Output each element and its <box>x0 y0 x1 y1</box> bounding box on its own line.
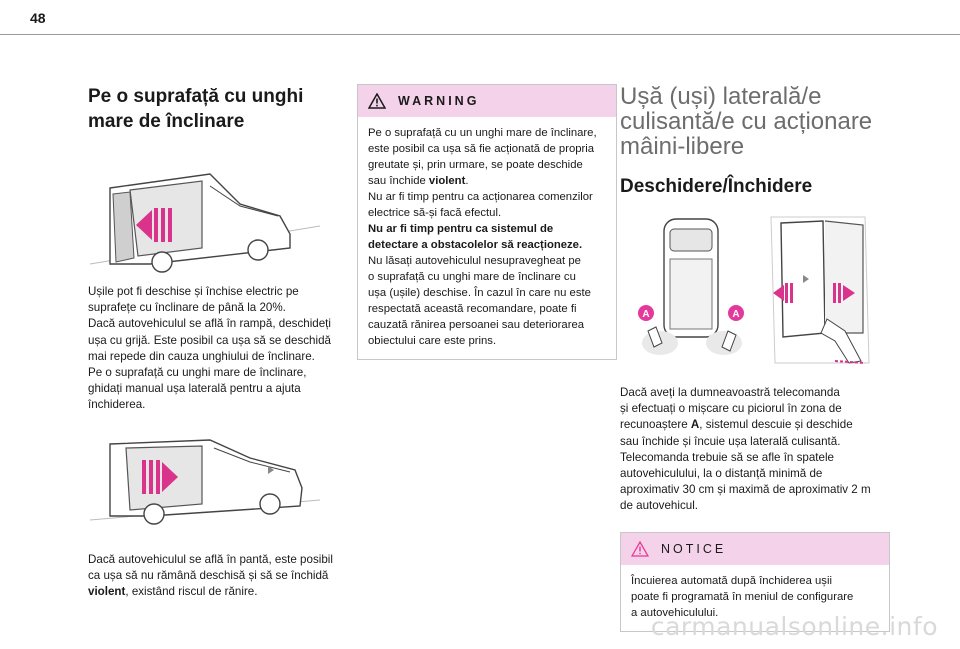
marker-a-right-label: A <box>732 309 739 320</box>
slope-paragraph: Dacă autovehiculul se află în pantă, est… <box>88 552 333 599</box>
warning-text: Pe o suprafață cu un unghi mare de încli… <box>368 127 597 347</box>
hands-free-paragraph: Dacă aveți la dumneavoastră telecomanda … <box>620 386 871 513</box>
hands-free-illustrations: A A <box>620 213 880 373</box>
section-title-incline: Pe o suprafață cu unghi mare de înclinar… <box>88 86 304 132</box>
warning-triangle-icon <box>368 93 386 109</box>
notice-text: Încuierea automată după închiderea ușii … <box>631 574 854 619</box>
leg-kick-icon <box>820 318 862 364</box>
column-middle: WARNING Pe o suprafață cu un unghi mare … <box>357 84 617 360</box>
watermark: carmanualsonline.info <box>650 612 938 641</box>
page-number: 48 <box>30 10 46 26</box>
slide-arrow-icon <box>136 208 172 242</box>
notice-label: NOTICE <box>661 541 727 556</box>
marker-a-left-label: A <box>642 309 649 320</box>
column-right: Ușă (uși) laterală/e culisantă/e cu acți… <box>620 83 890 632</box>
incline-paragraph: Ușile pot fi deschise și închise electri… <box>88 285 331 412</box>
door-slide-arrows-icon <box>773 283 855 303</box>
top-divider <box>0 34 960 35</box>
warning-box: WARNING Pe o suprafață cu un unghi mare … <box>357 84 617 360</box>
van-door-opening-illustration <box>90 173 320 273</box>
warning-header: WARNING <box>358 85 616 117</box>
zone-a-marker-left <box>638 305 654 321</box>
hands-free-title: Ușă (uși) laterală/e culisantă/e cu acți… <box>620 83 873 160</box>
slide-arrow-icon <box>142 459 178 494</box>
zone-a-marker-right <box>728 305 744 321</box>
foot-left-icon <box>647 326 663 348</box>
van-on-slope-illustration <box>90 438 320 525</box>
notice-header: NOTICE <box>621 532 889 565</box>
warning-label: WARNING <box>398 94 480 108</box>
van-side-door-foot-illustration <box>770 216 870 364</box>
column-left: Pe o suprafață cu unghi mare de înclinar… <box>88 84 348 600</box>
open-close-subtitle: Deschidere/Închidere <box>620 176 813 197</box>
foot-right-icon <box>721 330 737 352</box>
notice-box: NOTICE Încuierea automată după închidere… <box>620 531 890 632</box>
notice-triangle-icon <box>631 540 649 557</box>
van-top-view-illustration: A A <box>638 218 744 355</box>
